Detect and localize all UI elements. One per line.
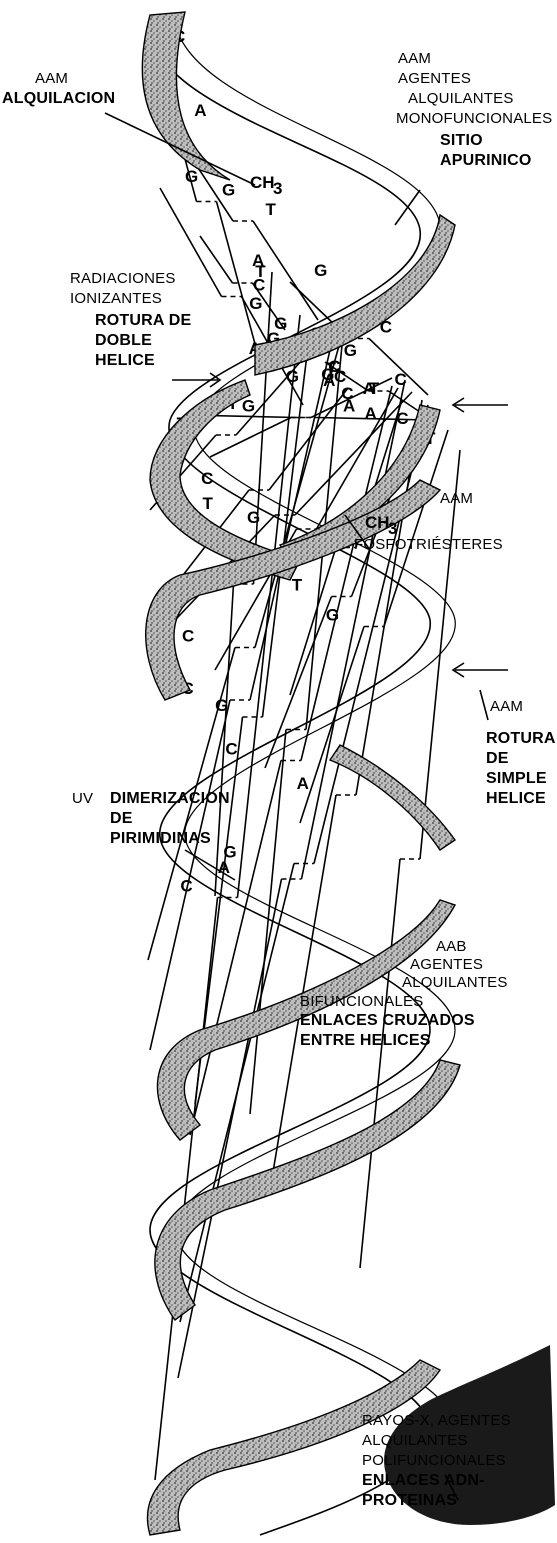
label-simple: SIMPLE bbox=[486, 770, 547, 787]
base-left: C bbox=[201, 469, 213, 488]
label-entre-helices: ENTRE HELICES bbox=[300, 1032, 431, 1049]
base-pair: TA bbox=[265, 404, 418, 768]
label-aam-4: AAM bbox=[490, 698, 523, 715]
base-left: G bbox=[215, 696, 228, 715]
label-aam-3: AAM bbox=[440, 490, 473, 507]
label-aam-1: AAM bbox=[35, 70, 68, 87]
base-right: T bbox=[326, 359, 337, 378]
label-helice-1: HELICE bbox=[95, 352, 155, 369]
label-helice-2: HELICE bbox=[486, 790, 546, 807]
base-pair: G bbox=[195, 330, 310, 1104]
label-alquilantes-3: ALQUILANTES bbox=[362, 1432, 468, 1449]
base-right: A bbox=[364, 404, 376, 423]
base-left: C bbox=[225, 740, 237, 759]
label-ionizantes: IONIZANTES bbox=[70, 290, 162, 307]
label-agentes-2: AGENTES bbox=[410, 956, 483, 973]
back-strand-edge bbox=[175, 20, 455, 1430]
label-uv: UV bbox=[72, 790, 93, 807]
base-left: G bbox=[185, 167, 198, 186]
label-rayos-x: RAYOS-X, AGENTES bbox=[362, 1412, 511, 1429]
label-monofuncionales: MONOFUNCIONALES bbox=[396, 110, 552, 127]
label-de-3: DE bbox=[110, 810, 133, 827]
svg-text:3: 3 bbox=[273, 179, 282, 198]
label-proteinas: PROTEINAS bbox=[362, 1492, 457, 1509]
label-fosfotriesteres: FOSFOTRIÉSTERES bbox=[354, 536, 503, 553]
label-dimerizacion: DIMERIZACION bbox=[110, 790, 230, 807]
label-aam-2: AAM bbox=[398, 50, 431, 67]
base-left: T bbox=[202, 494, 213, 513]
methyl-group-1: CH 3 bbox=[250, 173, 282, 198]
base-right: T bbox=[369, 379, 380, 398]
base-right: C bbox=[395, 370, 407, 389]
base-left: C bbox=[182, 627, 194, 646]
label-radiaciones: RADIACIONES bbox=[70, 270, 176, 287]
label-enlaces-cruzados: ENLACES CRUZADOS bbox=[300, 1012, 475, 1029]
label-aab: AAB bbox=[436, 938, 467, 955]
base-right: G bbox=[249, 294, 262, 313]
base-right: C bbox=[341, 384, 353, 403]
base-left: G bbox=[242, 397, 255, 416]
label-polifuncionales: POLIFUNCIONALES bbox=[362, 1452, 506, 1469]
label-rotura-2: ROTURA bbox=[486, 730, 556, 747]
base-left: G bbox=[314, 261, 327, 280]
svg-text:CH: CH bbox=[250, 173, 275, 192]
base-left: T bbox=[292, 576, 303, 595]
svg-text:CH: CH bbox=[365, 513, 390, 532]
base-right: T bbox=[266, 200, 277, 219]
label-de-2: DE bbox=[486, 750, 509, 767]
base-pair: GC bbox=[160, 167, 303, 405]
label-enlaces-adn: ENLACES ADN- bbox=[362, 1472, 485, 1489]
base-left: A bbox=[194, 101, 206, 120]
label-agentes-1: AGENTES bbox=[398, 70, 471, 87]
label-alquilantes-2: ALQUILANTES bbox=[402, 974, 508, 991]
base-pair: GC bbox=[300, 409, 448, 823]
base-pairs: CGATGCTGCGCTAGCTACGTAGCAGCTATACGCGGCCGAT… bbox=[148, 27, 460, 1480]
base-left: C bbox=[180, 877, 192, 896]
label-bifuncionales: BIFUNCIONALES bbox=[300, 993, 423, 1010]
label-sitio: SITIO bbox=[440, 132, 483, 149]
label-apurinico: APURINICO bbox=[440, 152, 532, 169]
label-alquilantes-1: ALQUILANTES bbox=[408, 90, 514, 107]
base-right: A bbox=[252, 251, 264, 270]
base-left: A bbox=[297, 774, 309, 793]
base-right: G bbox=[222, 181, 235, 200]
label-rotura-de-1: ROTURA DE bbox=[95, 312, 191, 329]
label-doble: DOBLE bbox=[95, 332, 152, 349]
label-alquilacion: ALQUILACION bbox=[2, 90, 115, 107]
label-pirimidinas: PIRIMIDINAS bbox=[110, 830, 211, 847]
